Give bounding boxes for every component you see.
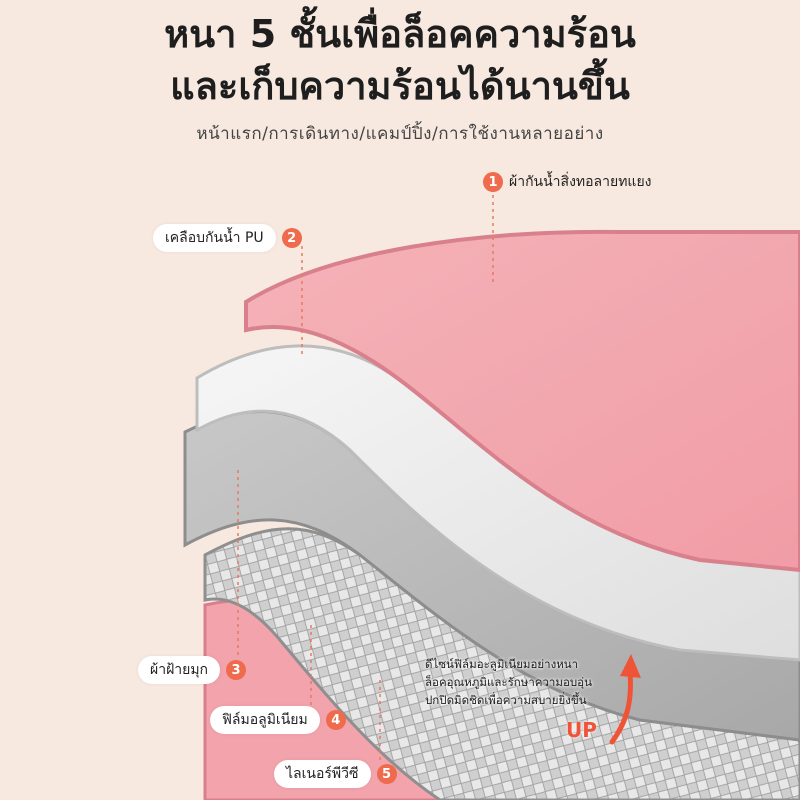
badge-number-1: 1 xyxy=(483,172,503,192)
layer-waterproof-fabric xyxy=(244,229,800,573)
layer-pu-coating xyxy=(195,344,800,662)
layer-label-3: ผ้าฝ้ายมุก 3 xyxy=(138,656,247,684)
layer-label-4: ฟิล์มอลูมิเนียม 4 xyxy=(210,706,346,734)
badge-number-2: 2 xyxy=(281,228,302,248)
headline-line-2: และเก็บความร้อนได้นานขึ้น xyxy=(170,64,630,108)
layer-label-5: ไลเนอร์พีวีซี 5 xyxy=(274,760,397,788)
layer-label-2-text: เคลือบกันน้ำ PU xyxy=(153,224,276,252)
foil-description: ดีไซน์ฟิล์มอะลูมิเนียมอย่างหนา ล็อคอุณหภ… xyxy=(425,655,655,709)
layer-label-1: 1 ผ้ากันน้ำสิ่งทอลายทแยง xyxy=(483,171,652,193)
description-line-2: ล็อคอุณหภูมิและรักษาความอบอุ่น xyxy=(425,675,592,689)
layer-label-3-text: ผ้าฝ้ายมุก xyxy=(138,656,221,684)
layer-label-5-text: ไลเนอร์พีวีซี xyxy=(274,760,371,788)
badge-number-5: 5 xyxy=(376,764,397,784)
up-arrow-icon xyxy=(609,669,633,745)
layer-label-1-text: ผ้ากันน้ำสิ่งทอลายทแยง xyxy=(509,174,652,190)
badge-number-4: 4 xyxy=(325,710,346,730)
layer-label-2: เคลือบกันน้ำ PU 2 xyxy=(153,224,302,252)
up-label: UP xyxy=(566,718,597,742)
badge-number-3: 3 xyxy=(226,660,247,680)
description-line-3: ปกปิดมิดชิดเพื่อความสบายยิ่งขึ้น xyxy=(425,693,587,707)
description-line-1: ดีไซน์ฟิล์มอะลูมิเนียมอย่างหนา xyxy=(425,657,579,671)
layer-label-4-text: ฟิล์มอลูมิเนียม xyxy=(210,706,320,734)
subtitle: หน้าแรก/การเดินทาง/แคมป์ปิ้ง/การใช้งานหล… xyxy=(196,124,604,144)
headline-line-1: หนา 5 ชั้นเพื่อล็อคความร้อน xyxy=(164,12,636,56)
